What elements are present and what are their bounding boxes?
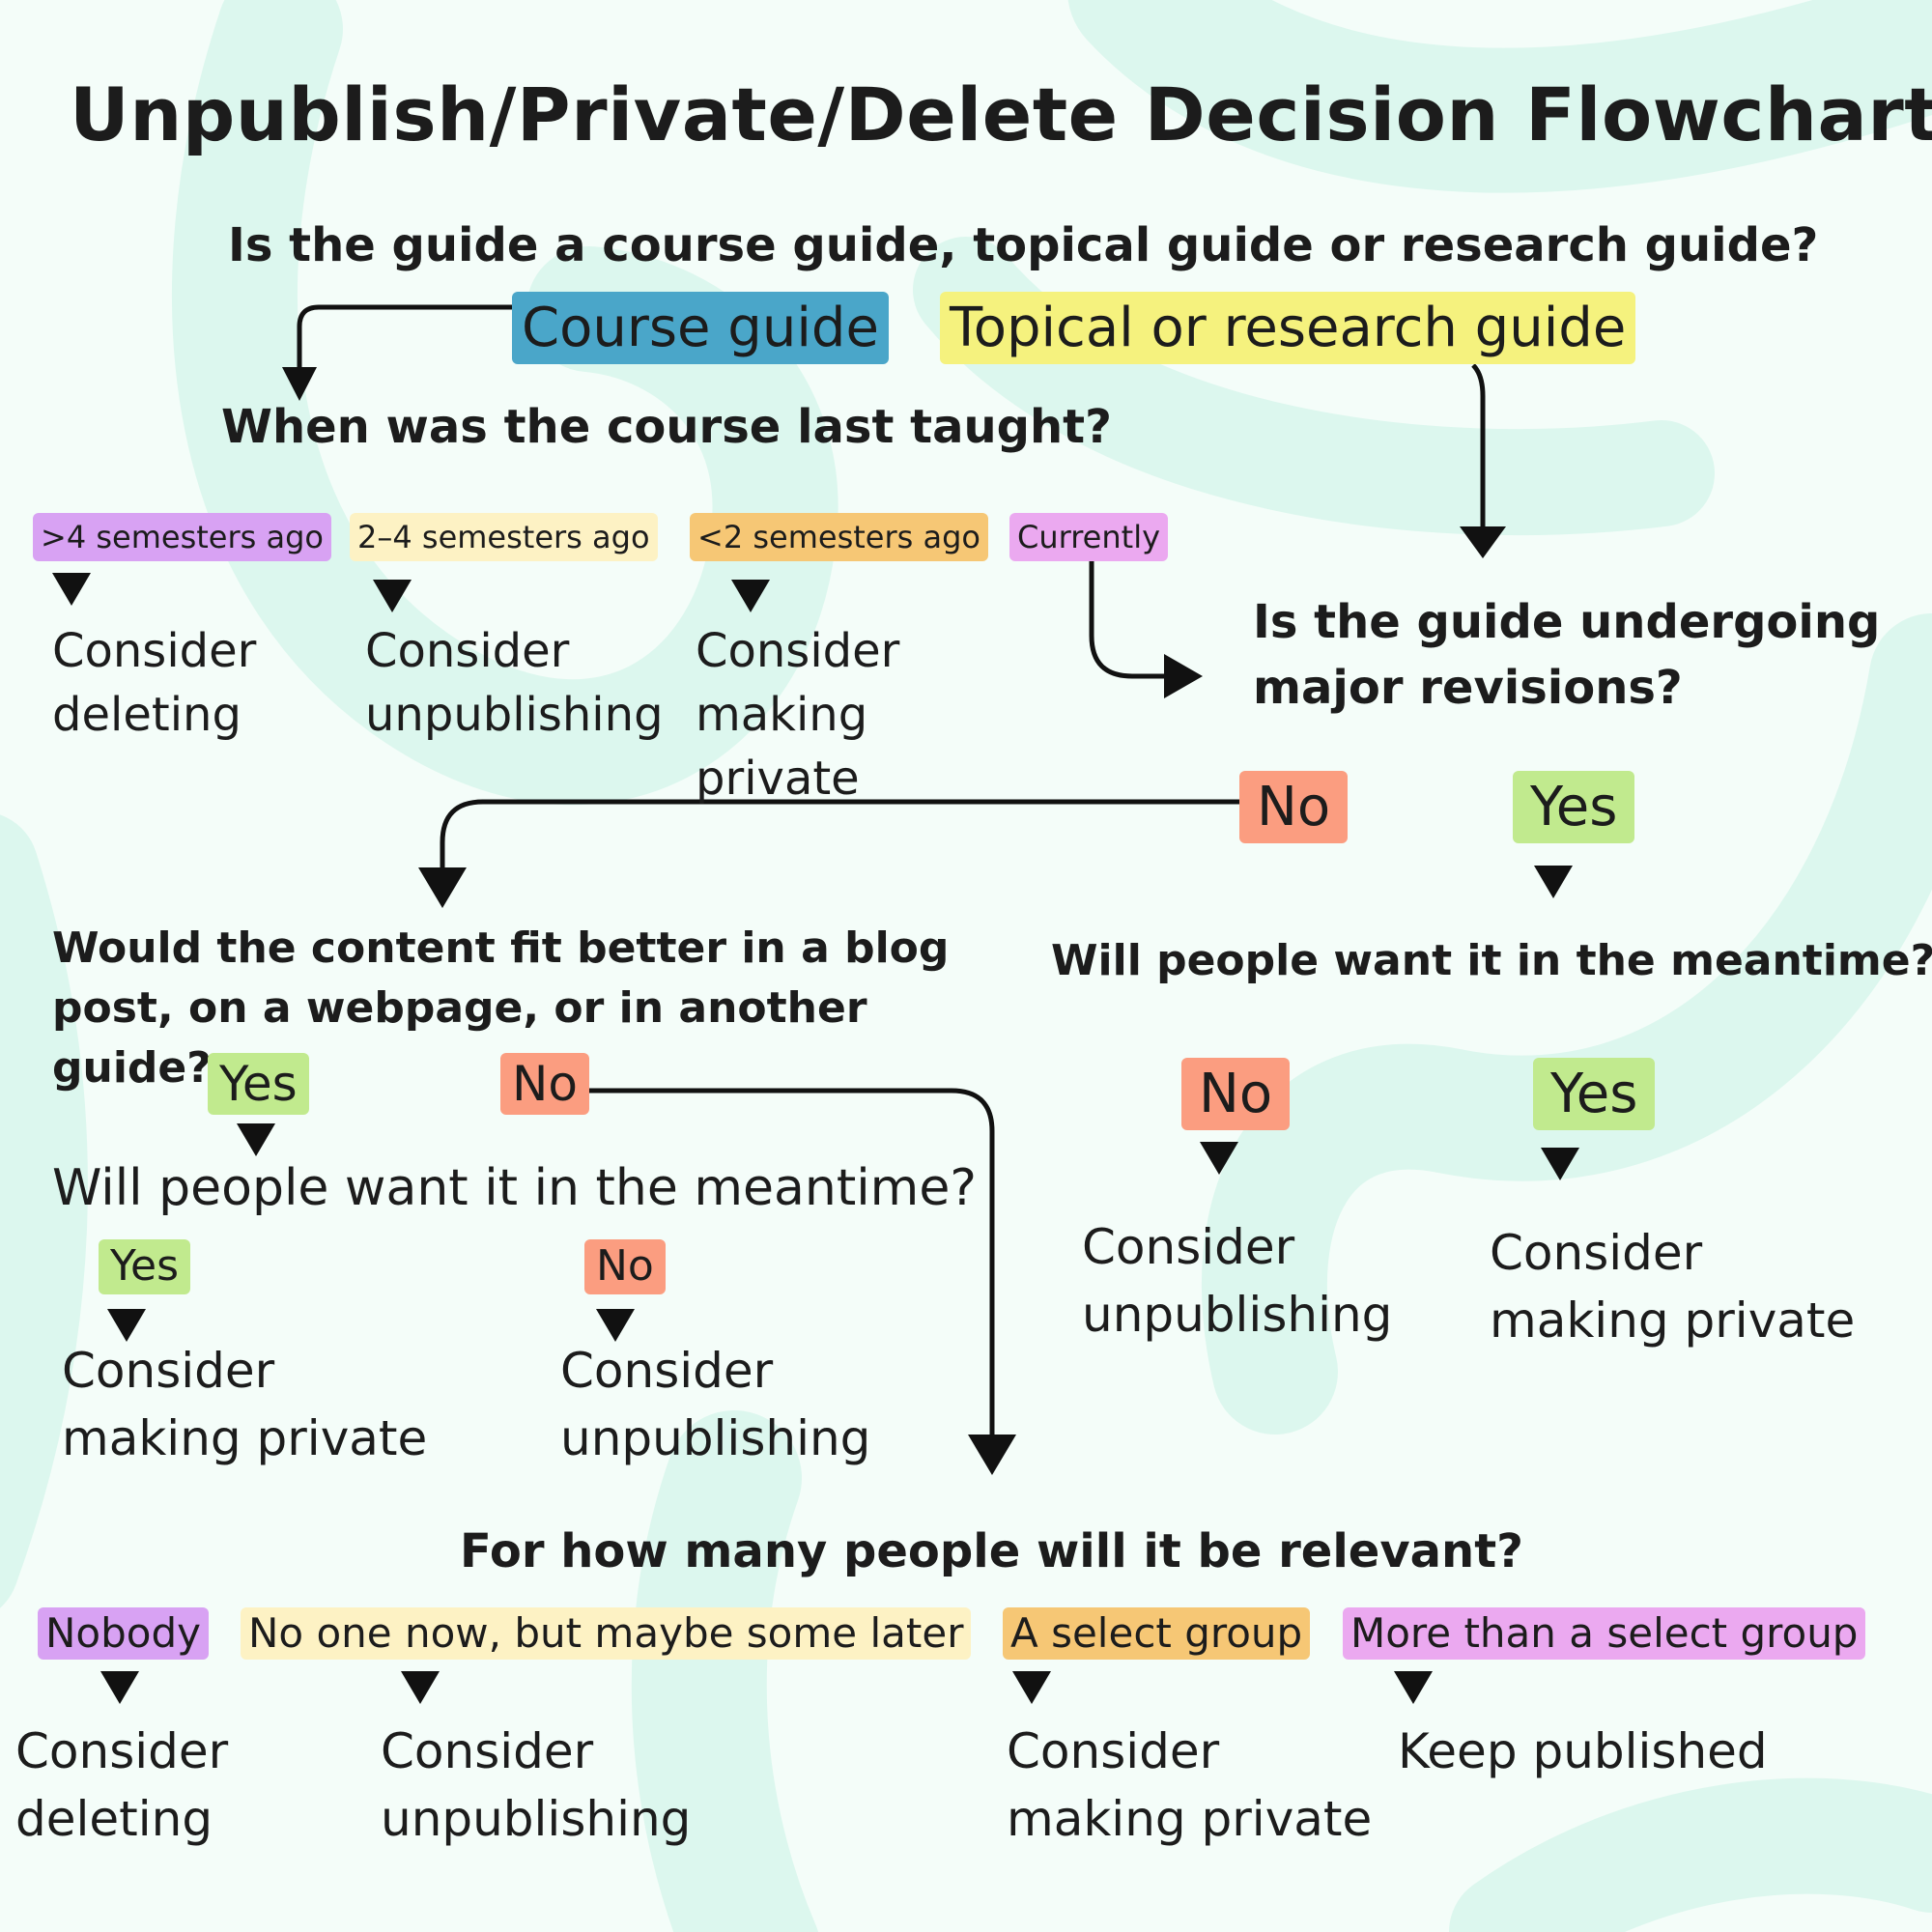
option-fit-no[interactable]: No [500,1053,589,1115]
arrow-no-to-q7-icon [968,1435,1016,1475]
arrow-q4-no-icon [1200,1142,1238,1175]
connector-topical-to-q3 [1471,363,1486,526]
question-major-revisions: Is the guide undergoing major revisions? [1253,595,1881,715]
swirl-right-mid [1201,613,1932,1435]
arrow-select-icon [1012,1671,1051,1704]
connector-no-to-q7 [583,1088,995,1439]
outcome-left-consider-making-private: Consider making private [62,1343,428,1466]
swirl-top-left [171,0,838,806]
question-guide-type: Is the guide a course guide, topical gui… [228,218,1819,272]
option-topical-research-guide[interactable]: Topical or research guide [940,292,1636,365]
question-how-many-people: For how many people will it be relevant? [460,1524,1523,1578]
option-meantime-left-no[interactable]: No [584,1239,666,1294]
outcome-keep-published: Keep published [1398,1723,1768,1779]
option-course-guide[interactable]: Course guide [512,292,889,365]
arrow-q6-yes-icon [107,1309,146,1342]
arrow-2to4-icon [373,580,412,612]
connector-currently-to-q3 [1089,560,1164,679]
connector-course-to-q2 [297,304,512,367]
arrow-currently-to-q3-icon [1164,654,1203,698]
outcome-left-consider-unpublishing: Consider unpublishing [560,1343,871,1466]
option-meantime-left-yes[interactable]: Yes [99,1239,191,1294]
outcome-consider-deleting: Consider deleting [52,624,257,742]
arrow-q3-yes-icon [1534,866,1573,898]
swirl-bottom-right [1449,1777,1932,1932]
option-meantime-right-yes[interactable]: Yes [1533,1058,1656,1131]
question-last-taught: When was the course last taught? [221,400,1112,454]
arrow-no-to-q5-icon [418,867,467,908]
option-more-than-select-group[interactable]: More than a select group [1343,1607,1866,1661]
arrow-q5-yes-icon [237,1123,275,1156]
outcome-consider-making-private: Consider making private [696,624,900,806]
option-revisions-yes[interactable]: Yes [1513,771,1635,844]
option-currently[interactable]: Currently [1009,513,1169,562]
option-fit-yes[interactable]: Yes [208,1053,309,1115]
outcome-right-consider-unpublishing: Consider unpublishing [1082,1219,1393,1343]
arrow-nobody-icon [100,1671,139,1704]
arrow-lt2-icon [731,580,770,612]
arrow-q4-yes-icon [1541,1148,1579,1180]
arrow-course-to-q2-icon [282,367,317,401]
option-more-than-4-semesters[interactable]: >4 semesters ago [33,513,331,562]
arrow-topical-to-q3-icon [1460,526,1506,558]
option-meantime-right-no[interactable]: No [1181,1058,1291,1131]
page-title: Unpublish/Private/Delete Decision Flowch… [70,71,1932,157]
arrow-more-icon [1394,1671,1433,1704]
outcome-right-consider-making-private: Consider making private [1490,1225,1856,1349]
swirl-left-mid [0,814,88,1608]
option-revisions-no[interactable]: No [1239,771,1349,844]
connector-no-to-q5 [440,799,1239,871]
option-less-than-2-semesters[interactable]: <2 semesters ago [690,513,988,562]
arrow-noone-icon [401,1671,440,1704]
option-no-one-now-maybe-later[interactable]: No one now, but maybe some later [241,1607,972,1661]
swirl-bottom-center [631,1410,818,1932]
question-content-fit-elsewhere: Would the content fit better in a blog p… [52,923,950,1093]
outcome-bottom-consider-making-private: Consider making private [1007,1723,1373,1847]
option-2-to-4-semesters[interactable]: 2–4 semesters ago [350,513,658,562]
outcome-consider-unpublishing: Consider unpublishing [365,624,664,742]
outcome-bottom-consider-unpublishing: Consider unpublishing [381,1723,692,1847]
option-nobody[interactable]: Nobody [38,1607,209,1661]
question-want-meantime-left: Will people want it in the meantime? [52,1159,977,1217]
option-select-group[interactable]: A select group [1003,1607,1311,1661]
outcome-bottom-consider-deleting: Consider deleting [15,1723,229,1847]
swirl-top-right [1068,0,1932,193]
arrow-q6-no-icon [596,1309,635,1342]
question-want-meantime-right: Will people want it in the meantime? [1051,936,1932,985]
arrow-gt4-icon [52,573,91,606]
